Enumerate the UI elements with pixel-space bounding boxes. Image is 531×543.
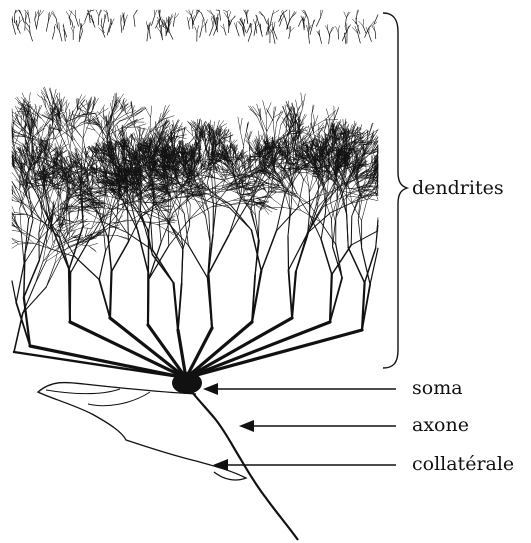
soma-cell-body (172, 372, 202, 394)
soma-arrow (203, 383, 396, 395)
axon-label: axone (412, 414, 469, 436)
soma-label: soma (412, 377, 463, 399)
dendrites-brace (383, 13, 407, 368)
axon-collateral-twig (46, 389, 150, 406)
dendritic-arbor (12, 10, 378, 378)
axon-fiber (192, 392, 298, 540)
axon-arrow (239, 420, 396, 432)
dendrites-label: dendrites (412, 177, 504, 199)
collateral-label: collatérale (412, 453, 514, 475)
